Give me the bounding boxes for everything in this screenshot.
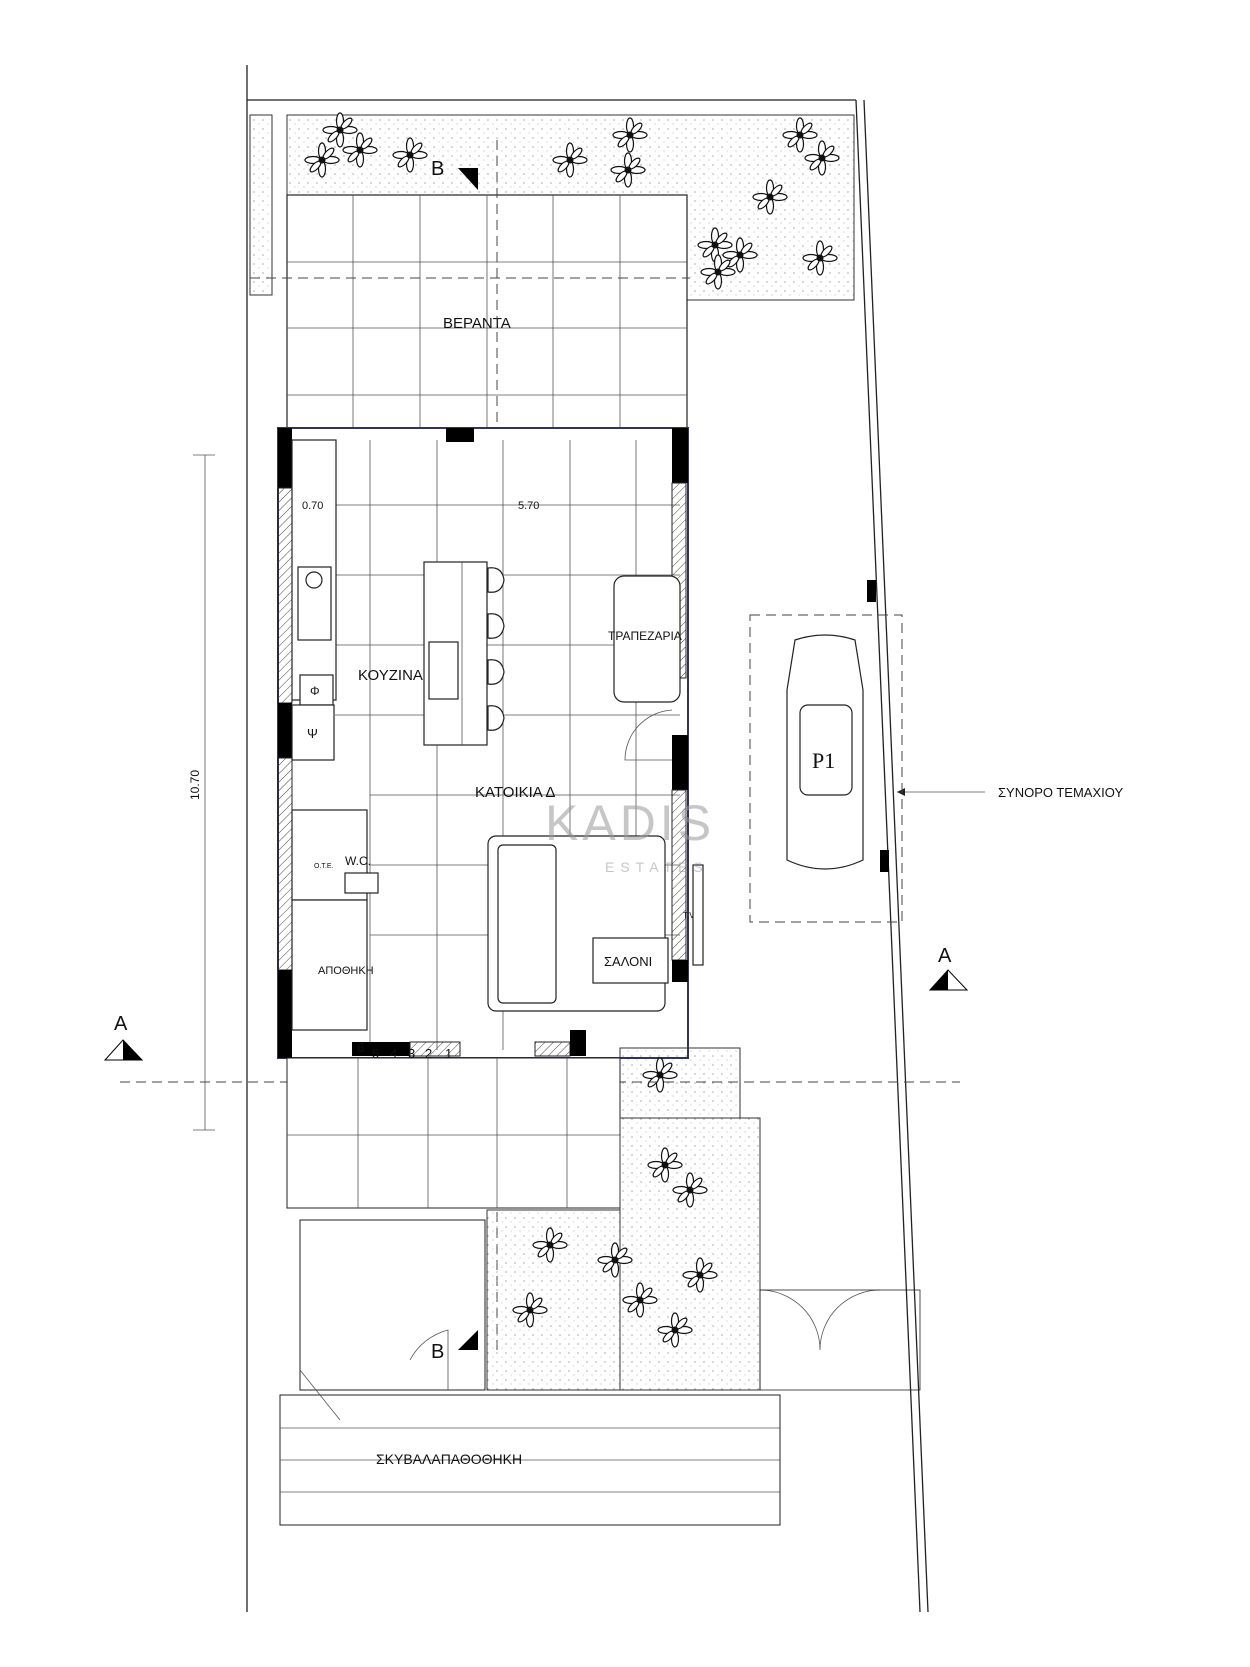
svg-text:10.70: 10.70 — [188, 770, 202, 800]
room-label-living: ΣΑΛΟΝΙ — [604, 954, 652, 969]
boundary-label: ΣΥΝΟΡΟ ΤΕΜΑΧΙΟΥ — [998, 785, 1123, 800]
bin-store-area: ΣΚΥΒΑΛΑΠΑΘΟΘΗΚΗ — [279, 1369, 781, 1526]
site-boundary: ΣΥΝΟΡΟ ΤΕΜΑΧΙΟΥ — [246, 65, 1123, 1613]
svg-text:1: 1 — [445, 1046, 452, 1061]
watermark-logo: KADIS ESTATES — [545, 795, 715, 875]
svg-text:6: 6 — [357, 1040, 364, 1055]
room-label-storage: ΑΠΟΘΗΚΗ — [318, 965, 374, 977]
ote-label: O.T.E. — [314, 863, 334, 870]
svg-text:Β: Β — [431, 158, 444, 180]
room-label-wc: W.C. — [345, 854, 371, 868]
front-yard — [286, 1057, 921, 1391]
section-marker-a-right: Α — [928, 945, 969, 991]
dimension-interior-width: 5.70 — [518, 500, 539, 512]
parking-label: P1 — [812, 748, 835, 773]
room-label-dining: ΤΡΑΠΕΖΑΡΙΑ — [608, 629, 682, 643]
dimension-counter-width: 0.70 — [302, 500, 323, 512]
house-ground-floor: Φ Ψ 0.70 5.70 ΚΟΥΖΙΝΑ ΤΡΑΠΕΖΑΡΙΑ ΚΑΤΟΙΚΙ… — [277, 427, 741, 1119]
dimension-overall-depth: 10.70 — [188, 454, 215, 1131]
svg-text:2: 2 — [425, 1046, 432, 1061]
section-marker-b-top: Β — [431, 158, 478, 190]
veranda: ΒΕΡΑΝΤΑ — [250, 194, 690, 431]
svg-text:Β: Β — [431, 1341, 444, 1363]
room-label-veranda: ΒΕΡΑΝΤΑ — [443, 315, 511, 332]
room-label-bin-store: ΣΚΥΒΑΛΑΠΑΘΟΘΗΚΗ — [376, 1451, 522, 1467]
section-marker-b-bottom: Β — [431, 1330, 478, 1363]
room-label-house: ΚΑΤΟΙΚΙΑ Δ — [475, 784, 555, 801]
staircase: 6 5 4 3 2 1 — [357, 1040, 452, 1061]
section-marker-a-left: Α — [103, 1013, 144, 1061]
fridge-symbol: Φ — [310, 684, 320, 698]
svg-text:ESTATES: ESTATES — [605, 859, 709, 875]
svg-text:3: 3 — [408, 1046, 415, 1061]
svg-text:4: 4 — [390, 1046, 397, 1061]
room-label-kitchen: ΚΟΥΖΙΝΑ — [358, 667, 423, 684]
parking-space: P1 — [749, 614, 903, 923]
appliance-symbol: Ψ — [307, 726, 318, 741]
svg-text:KADIS: KADIS — [545, 795, 715, 851]
svg-text:Α: Α — [938, 945, 952, 967]
tv-label: T.V. — [683, 911, 696, 920]
svg-text:5: 5 — [372, 1046, 379, 1061]
svg-text:Α: Α — [114, 1013, 128, 1035]
